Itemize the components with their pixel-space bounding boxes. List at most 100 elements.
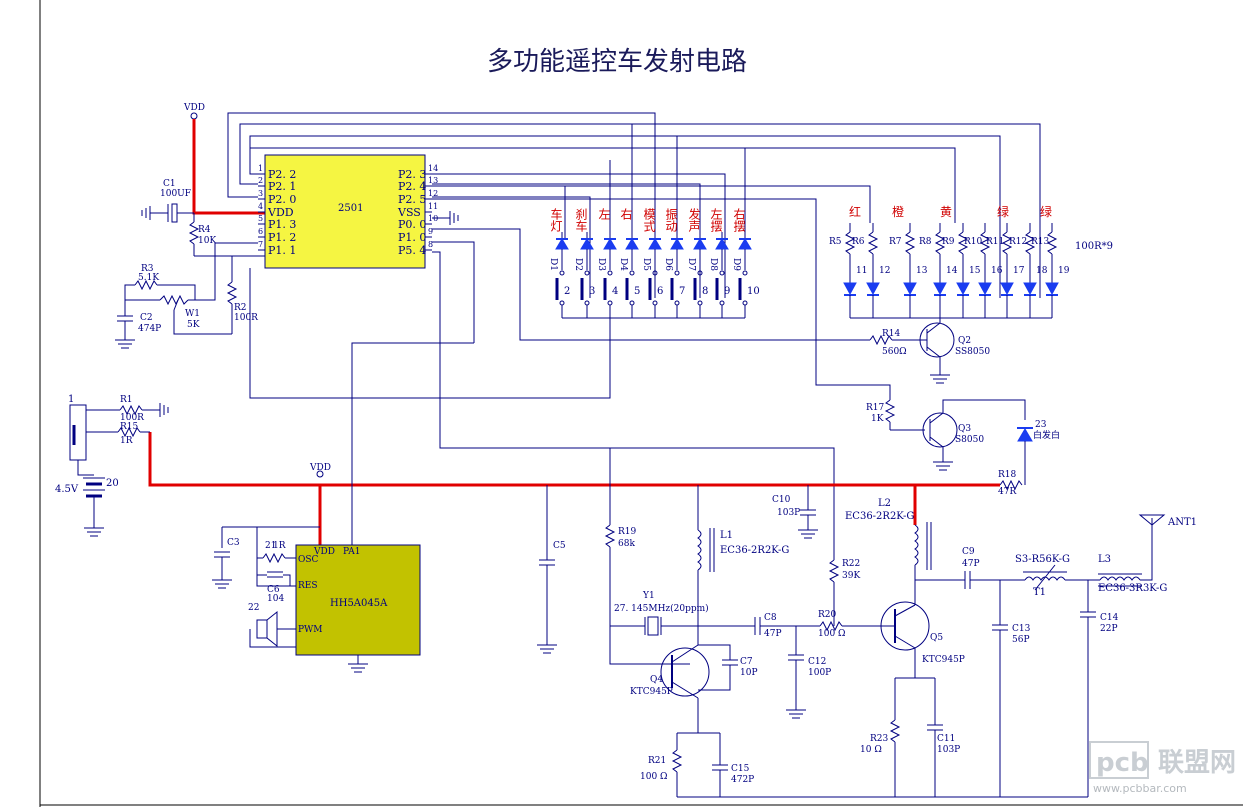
vdd-mid-label: VDD [309,463,331,473]
y1-value: 27. 145MHz(20ppm) [614,603,709,614]
ic-right-pin-label: P5. 4 [398,244,426,257]
led-number: 19 [1058,266,1070,276]
r21s-value: 1R [273,541,286,551]
resistor-array-note: 100R*9 [1075,241,1113,252]
ic-left-pin-label: P1. 2 [268,231,296,244]
led-bank: 红 橙 黄 绿 绿 100R*9 R511R612R713R814R915R10… [829,204,1113,319]
rf-amplifier: R22 39K R20 100 Ω L2 EC36-2R2K-G Q5 KTC9… [818,498,1025,797]
sound-ic-name: HH5A045A [330,598,388,609]
sound-pin-osc: OSC [298,555,319,565]
diode-ref: D9 [731,258,741,271]
led-resistor-ref: R13 [1031,237,1050,247]
led-color-orange: 橙 [892,204,904,219]
button-function-label: 刹车 [574,208,588,233]
ic-left-pin-num: 3 [258,189,263,198]
r23-ref: R23 [870,734,889,744]
switch-ref: 1 [68,394,74,405]
c5-ref: C5 [553,541,566,551]
ic-left-pin-label: VDD [267,206,294,219]
transistor-q3: R17 1K Q3 S8050 23 白发白 [866,399,1060,485]
resistor-r4: R4 10K [188,221,265,257]
q2-value: SS8050 [955,347,990,357]
button-number: 2 [564,286,570,297]
diode-ref: D3 [596,258,606,271]
r17-ref: R17 [866,403,885,413]
l2-ref: L2 [878,498,891,509]
button-3: 刹车 D2 3 [573,208,595,318]
button-number: 7 [679,286,685,297]
ic-left-pin-label: P2. 2 [268,168,296,181]
led-channel: R5 11 [829,223,867,318]
r23-value: 10 Ω [860,745,882,755]
led-number: 16 [991,266,1003,276]
r21-value: 100 Ω [640,772,668,782]
led-resistor-ref: R9 [942,237,955,247]
led-color-red: 红 [849,204,861,219]
resistor-r18: R18 47R [998,470,1023,497]
ic-right-pin-label: P2. 4 [398,180,426,193]
c13-ref: C13 [1012,624,1031,634]
led-resistor-ref: R10 [964,237,983,247]
button-function-label: 右 [619,207,633,220]
button-function-label: 左摆 [709,207,723,232]
c12-value: 100P [808,668,831,678]
ic-2501-name: 2501 [338,203,363,214]
q4-ref: Q4 [650,675,663,685]
led-resistor-ref: R5 [829,237,842,247]
c2-value: 474P [138,324,161,334]
r15-value: 1R [120,436,133,446]
led-number: 11 [856,266,867,276]
c14-value: 22P [1100,624,1118,634]
c8-ref: C8 [764,613,777,623]
r14-ref: R14 [882,329,901,339]
diode-ref: D7 [686,258,696,271]
button-function-label: 振动 [664,208,678,232]
c9-ref: C9 [962,547,975,557]
ic-sound: HH5A045A VDD PA1 OSC RES PWM C3 21 1R C6… [212,342,474,673]
ic-left-pin-label: P1. 1 [268,244,296,257]
c1-value: 100UF [160,189,191,199]
led23-ref: 23 [1035,420,1047,430]
led-color-yellow: 黄 [940,205,952,219]
r4-value: 10K [198,236,216,246]
c2-ref: C2 [140,313,153,323]
r1-value: 100R [120,413,144,423]
l3-value: EC36-3R3K-G [1098,583,1167,594]
l1-value: EC36-2R2K-G [720,545,789,556]
led-number: 18 [1036,266,1048,276]
c7-value: 10P [740,668,758,678]
diode-ref: D2 [573,258,583,271]
ic-right-pin-label: P2. 5 [398,193,426,206]
ic-left-pin-label: P2. 1 [268,180,296,193]
oscillator-network: R3 5.1K W1 5K C2 474P R2 100R [115,242,611,399]
led-resistor-ref: R11 [986,237,1004,247]
ic-left-pin-num: 5 [258,214,263,223]
c7-ref: C7 [740,657,753,667]
r21s-ref: 21 [265,541,276,551]
capacitor-c5: C5 [537,485,566,654]
ic-left-pin-num: 4 [258,202,263,211]
led-number: 17 [1013,266,1025,276]
led23-value: 白发白 [1033,429,1060,441]
ic-right-pin-num: 8 [428,240,433,249]
led-color-green-2: 绿 [1040,204,1052,219]
l1-ref: L1 [720,530,733,541]
ic-right-pin-num: 13 [428,176,438,185]
led-channel: R9 15 [942,223,981,318]
led-number: 15 [969,266,981,276]
q3-value: S8050 [955,435,984,445]
sound-pin-vdd: VDD [313,547,335,557]
ic-left-pin-num: 7 [258,240,263,249]
led-channel: R10 16 [964,223,1003,318]
r3-value: 5.1K [138,273,159,283]
button-number: 3 [589,286,595,297]
sound-pin-res: RES [298,581,318,591]
